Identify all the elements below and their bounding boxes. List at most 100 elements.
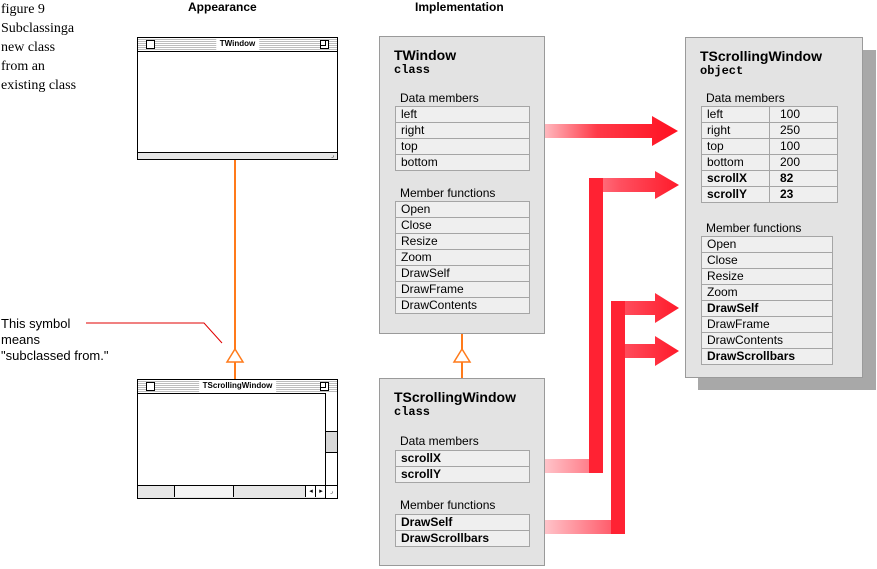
- data-member-row: scrollX: [396, 451, 529, 467]
- inheritance-line-windows: [225, 160, 245, 379]
- grow-box-icon: ⌟: [331, 153, 334, 159]
- note-pointer: [86, 322, 223, 344]
- member-functions-table: Open Close Resize Zoom DrawSelf DrawFram…: [395, 201, 530, 314]
- data-member-row: right: [396, 123, 529, 139]
- object-data-row: right 250: [702, 123, 837, 139]
- arrow-twindow-data-to-object: [531, 116, 678, 146]
- object-data-row: bottom 200: [702, 155, 837, 171]
- note-line: "subclassed from.": [1, 348, 109, 363]
- member-function-row: DrawFrame: [396, 282, 529, 298]
- member-function-row: Close: [396, 218, 529, 234]
- symbol-note: This symbol means "subclassed from.": [1, 316, 109, 364]
- vertical-scrollbar: [325, 393, 337, 485]
- object-name: TScrollingWindow: [700, 48, 822, 64]
- class-kind: class: [394, 405, 431, 419]
- member-name: top: [702, 139, 770, 154]
- member-function-row: DrawContents: [396, 298, 529, 314]
- tscrollingwindow-window-mockup: TScrollingWindow ◂ ▸ ⌟: [137, 379, 338, 499]
- member-value: 250: [780, 123, 801, 137]
- zoom-box-icon: [320, 382, 329, 391]
- caption-line: figure 9: [1, 2, 45, 17]
- member-value: 82: [780, 171, 794, 185]
- data-members-table: scrollX scrollY: [395, 450, 530, 483]
- class-name: TScrollingWindow: [394, 389, 516, 405]
- data-member-row: bottom: [396, 155, 529, 171]
- data-member-row: left: [396, 107, 529, 123]
- window-titlebar: TWindow: [138, 38, 337, 52]
- member-value: 200: [780, 155, 801, 169]
- object-member-functions-table: Open Close Resize Zoom DrawSelf DrawFram…: [701, 236, 833, 365]
- object-data-row: scrollY 23: [702, 187, 837, 203]
- scroll-right-arrow-icon: ▸: [315, 486, 326, 497]
- vertical-scroll-thumb: [326, 431, 337, 453]
- member-function-row: Resize: [396, 234, 529, 250]
- member-function-row: Close: [702, 253, 832, 269]
- window-title: TWindow: [215, 38, 260, 50]
- member-function-row: Zoom: [702, 285, 832, 301]
- member-function-row: Open: [396, 202, 529, 218]
- arrow-scroll-functions-to-object: [531, 293, 679, 534]
- member-functions-label: Member functions: [706, 221, 802, 235]
- member-functions-table: DrawSelf DrawScrollbars: [395, 514, 530, 547]
- horizontal-scroll-thumb: [174, 486, 234, 497]
- member-name: bottom: [702, 155, 770, 170]
- object-kind: object: [700, 64, 744, 78]
- figure-caption: figure 9 Subclassinga new class from an …: [1, 0, 97, 95]
- note-line: This symbol: [1, 316, 71, 331]
- data-member-row: top: [396, 139, 529, 155]
- twindow-class-box: TWindow class Data members left right to…: [379, 36, 545, 334]
- member-name: scrollX: [702, 171, 770, 186]
- data-member-row: scrollY: [396, 467, 529, 483]
- member-function-row: Zoom: [396, 250, 529, 266]
- object-data-row: scrollX 82: [702, 171, 837, 187]
- member-function-row: DrawSelf: [396, 515, 529, 531]
- member-function-row: Resize: [702, 269, 832, 285]
- object-data-row: top 100: [702, 139, 837, 155]
- member-functions-label: Member functions: [400, 186, 496, 200]
- appearance-heading: Appearance: [188, 0, 257, 14]
- data-members-label: Data members: [706, 91, 785, 105]
- member-function-row: DrawScrollbars: [396, 531, 529, 547]
- caption-line: from an: [1, 59, 45, 74]
- member-function-row: DrawSelf: [396, 266, 529, 282]
- grow-box-icon: ⌟: [325, 485, 337, 498]
- arrow-scroll-data-to-object: [531, 171, 679, 473]
- zoom-box-icon: [320, 40, 329, 49]
- data-members-label: Data members: [400, 91, 479, 105]
- member-name: right: [702, 123, 770, 138]
- member-name: scrollY: [702, 187, 770, 202]
- data-members-table: left right top bottom: [395, 106, 530, 171]
- member-function-row: DrawFrame: [702, 317, 832, 333]
- note-line: means: [1, 332, 41, 347]
- data-members-label: Data members: [400, 434, 479, 448]
- scroll-left-arrow-icon: ◂: [305, 486, 316, 497]
- member-function-row: DrawSelf: [702, 301, 832, 317]
- object-data-row: left 100: [702, 107, 837, 123]
- implementation-heading: Implementation: [415, 0, 504, 14]
- tscrollingwindow-object-box: TScrollingWindow object Data members lef…: [685, 37, 863, 378]
- tscrollingwindow-class-box: TScrollingWindow class Data members scro…: [379, 378, 545, 566]
- class-name: TWindow: [394, 47, 457, 63]
- caption-line: Subclassinga: [1, 21, 75, 36]
- window-bottom-bar: ⌟: [138, 152, 337, 159]
- member-function-row: DrawContents: [702, 333, 832, 349]
- twindow-window-mockup: TWindow ⌟: [137, 37, 338, 160]
- close-box-icon: [146, 382, 155, 391]
- window-title: TScrollingWindow: [198, 380, 277, 392]
- member-name: left: [702, 107, 770, 122]
- caption-line: new class: [1, 40, 56, 55]
- member-value: 23: [780, 187, 794, 201]
- window-titlebar: TScrollingWindow: [138, 380, 337, 394]
- class-kind: class: [394, 63, 431, 77]
- member-function-row: DrawScrollbars: [702, 349, 832, 365]
- member-value: 100: [780, 139, 801, 153]
- member-function-row: Open: [702, 237, 832, 253]
- member-value: 100: [780, 107, 801, 121]
- object-data-members-table: left 100 right 250 top 100 bottom 200 sc…: [701, 106, 838, 203]
- inheritance-line-classes: [452, 333, 472, 378]
- member-functions-label: Member functions: [400, 498, 496, 512]
- horizontal-scrollbar: ◂ ▸: [138, 485, 326, 498]
- close-box-icon: [146, 40, 155, 49]
- caption-line: existing class: [1, 78, 77, 93]
